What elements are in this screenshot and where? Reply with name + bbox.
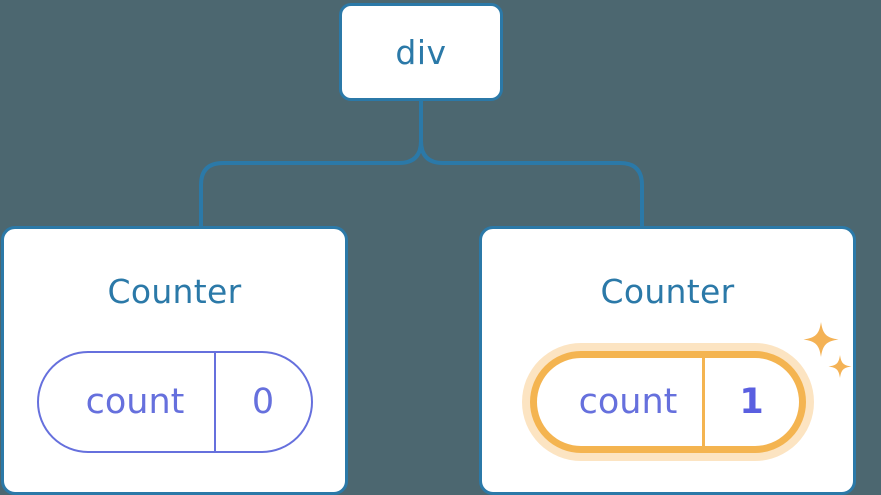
counter-right-title: Counter bbox=[600, 272, 735, 311]
state-key-label: count bbox=[578, 381, 678, 422]
counter-node-right[interactable]: Counter count 1 bbox=[479, 226, 856, 495]
counter-left-title: Counter bbox=[107, 272, 242, 311]
div-node-label: div bbox=[395, 32, 447, 72]
counter-left-state-wrap: count 0 bbox=[4, 351, 345, 453]
state-value-label: 1 bbox=[701, 358, 799, 446]
div-node[interactable]: div bbox=[339, 3, 503, 101]
counter-node-left[interactable]: Counter count 0 bbox=[1, 226, 348, 495]
state-pill-count-left[interactable]: count 0 bbox=[36, 351, 313, 453]
counter-right-state-wrap: count 1 bbox=[482, 351, 853, 453]
edge-junction-left-fillet bbox=[398, 140, 423, 165]
state-key-label: count bbox=[85, 381, 185, 422]
state-value-label: 0 bbox=[213, 353, 311, 451]
edge-to-right-child bbox=[443, 161, 644, 226]
state-pill-count-right[interactable]: count 1 bbox=[529, 351, 806, 453]
edge-root-stem bbox=[419, 101, 444, 165]
edge-to-left-child bbox=[199, 161, 399, 226]
